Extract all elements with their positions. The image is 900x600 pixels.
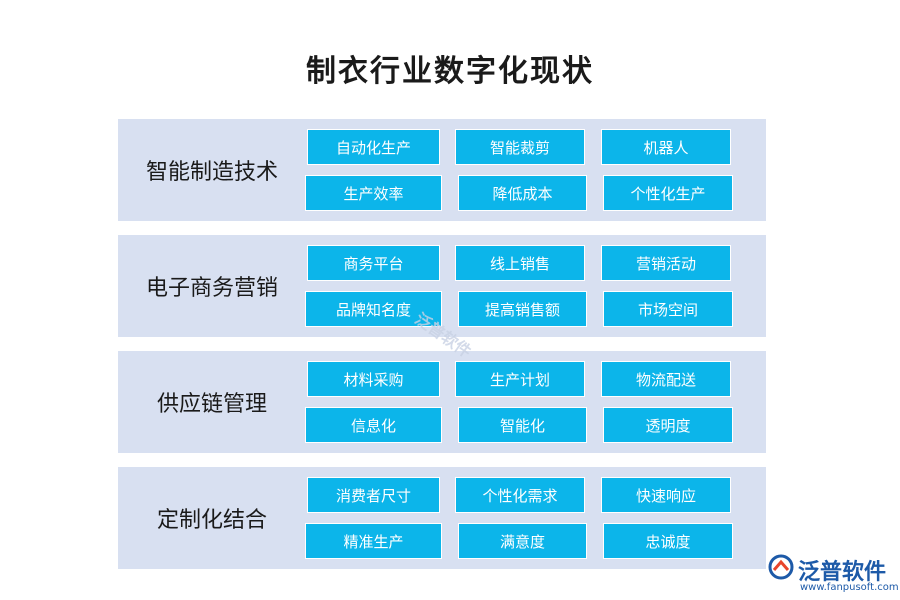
tag: 线上销售 <box>455 245 585 281</box>
tag: 自动化生产 <box>307 129 440 165</box>
tag: 智能裁剪 <box>455 129 585 165</box>
tag: 个性化需求 <box>455 477 585 513</box>
tag: 个性化生产 <box>603 175 733 211</box>
tag: 提高销售额 <box>458 291 587 327</box>
tag: 透明度 <box>603 407 733 443</box>
tag: 材料采购 <box>307 361 440 397</box>
tag: 市场空间 <box>603 291 733 327</box>
tag: 消费者尺寸 <box>307 477 440 513</box>
tag: 降低成本 <box>458 175 587 211</box>
panel-label: 供应链管理 <box>156 392 267 417</box>
tag: 满意度 <box>458 523 587 559</box>
logo-url: www.fanpusoft.com <box>800 582 899 593</box>
tag: 智能化 <box>458 407 587 443</box>
panel-label: 定制化结合 <box>156 508 267 533</box>
tag: 生产计划 <box>455 361 585 397</box>
tag: 快速响应 <box>601 477 731 513</box>
tag: 信息化 <box>305 407 442 443</box>
fanpu-logo-icon <box>768 554 794 580</box>
panel-customization: 定制化结合 消费者尺寸 个性化需求 快速响应 精准生产 满意度 忠诚度 <box>118 467 766 569</box>
tag: 机器人 <box>601 129 731 165</box>
tag: 精准生产 <box>305 523 442 559</box>
tag: 商务平台 <box>307 245 440 281</box>
tag: 物流配送 <box>601 361 731 397</box>
panel-label: 智能制造技术 <box>145 160 278 185</box>
panel-smart-manufacturing: 智能制造技术 自动化生产 智能裁剪 机器人 生产效率 降低成本 个性化生产 <box>118 119 766 221</box>
panel-label: 电子商务营销 <box>145 276 278 301</box>
logo-name: 泛普软件 <box>798 560 887 585</box>
tag: 生产效率 <box>305 175 442 211</box>
tag: 品牌知名度 <box>305 291 442 327</box>
brand-logo: 泛普软件 www.fanpusoft.com <box>768 552 899 596</box>
tag: 营销活动 <box>601 245 731 281</box>
panel-ecommerce-marketing: 电子商务营销 商务平台 线上销售 营销活动 品牌知名度 提高销售额 市场空间 <box>118 235 766 337</box>
diagram-title: 制衣行业数字化现状 <box>306 54 594 89</box>
panel-supply-chain: 供应链管理 材料采购 生产计划 物流配送 信息化 智能化 透明度 <box>118 351 766 453</box>
tag: 忠诚度 <box>603 523 733 559</box>
